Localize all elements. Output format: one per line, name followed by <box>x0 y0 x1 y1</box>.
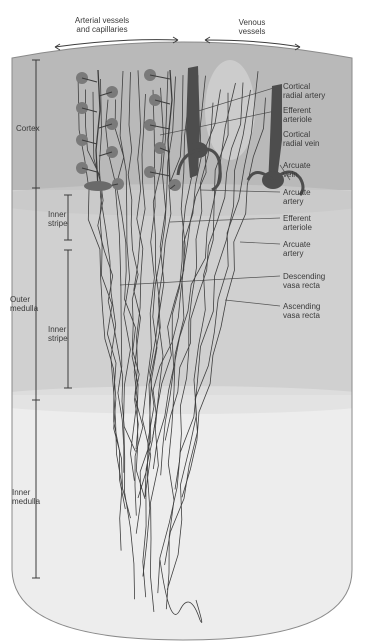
label-right-0: Cortical radial artery <box>283 82 325 100</box>
label-inner-stripe: Inner stripe <box>48 210 68 228</box>
label-outer-medulla: Outer medulla <box>10 295 38 313</box>
label-arterial-vessels: Arterial vessels and capillaries <box>62 16 142 34</box>
label-inner-medulla: Inner medulla <box>12 488 40 506</box>
label-inner-stripe-2: Inner stripe <box>48 325 68 343</box>
label-right-7: Descending vasa recta <box>283 272 325 290</box>
label-right-2: Cortical radial vein <box>283 130 319 148</box>
label-right-1: Efferent arteriole <box>283 106 312 124</box>
label-cortex: Cortex <box>16 124 40 133</box>
arcuate-artery-node <box>84 181 112 191</box>
label-right-6: Arcuate artery <box>283 240 311 258</box>
label-right-4: Arcuate artery <box>283 188 311 206</box>
label-right-8: Ascending vasa recta <box>283 302 320 320</box>
label-right-3: Arcuate vein <box>283 161 311 179</box>
label-venous-vessels: Venous vessels <box>222 18 282 36</box>
label-right-5: Efferent arteriole <box>283 214 312 232</box>
